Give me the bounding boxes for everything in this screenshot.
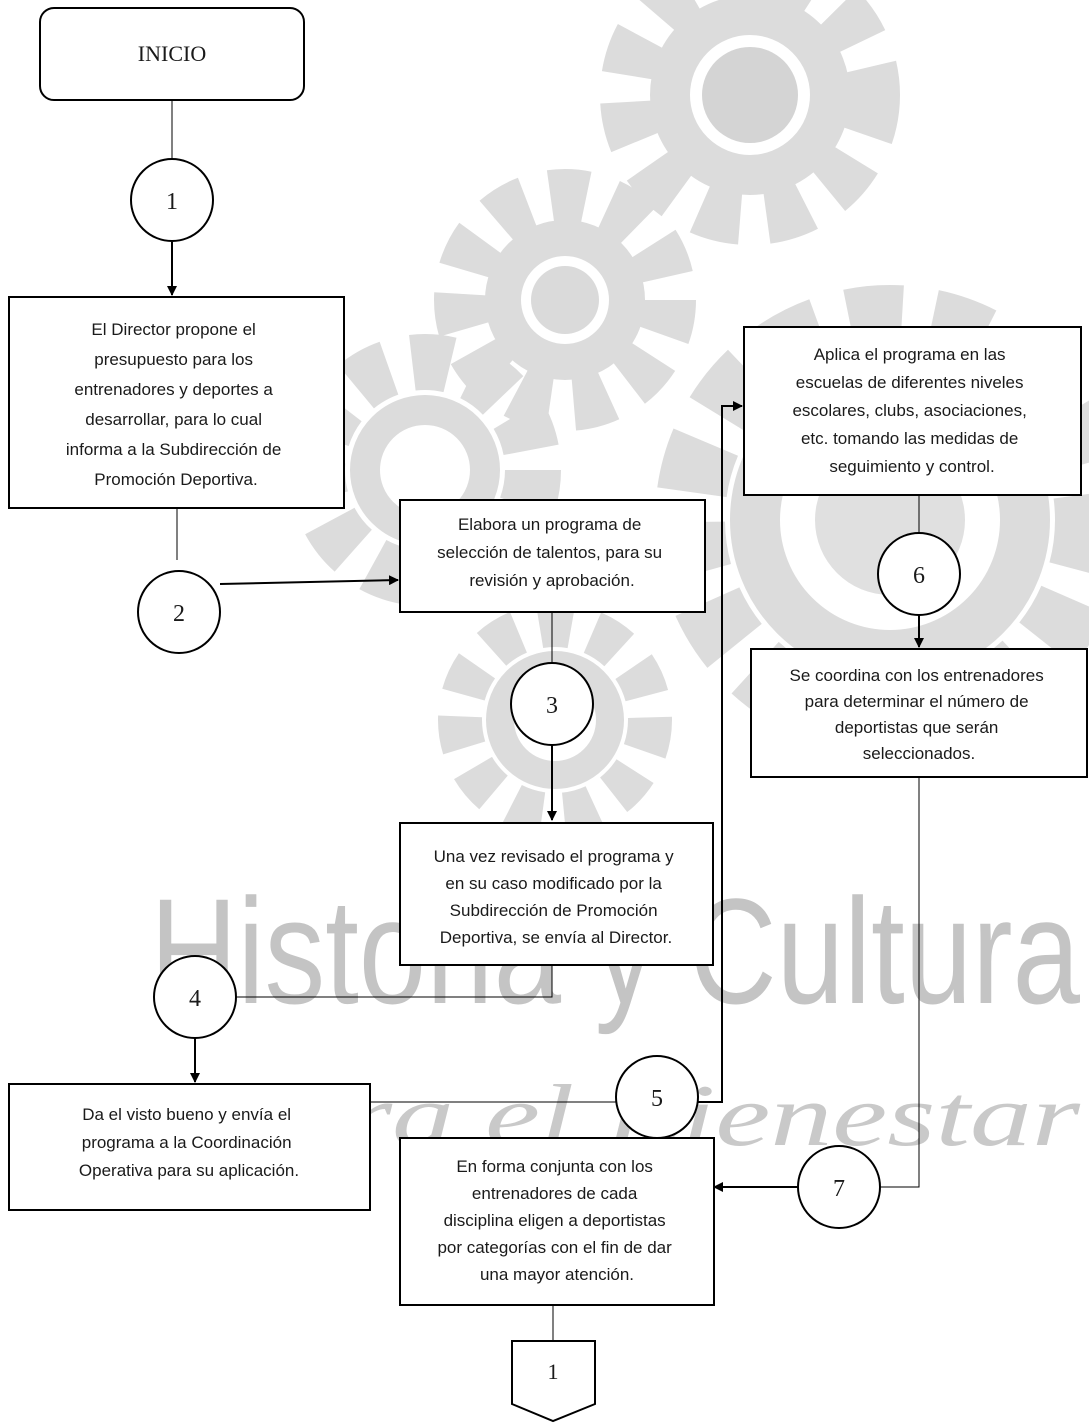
step-box-4: Da el visto bueno y envía el programa a … bbox=[8, 1083, 371, 1211]
svg-text:5: 5 bbox=[651, 1086, 663, 1112]
step-box-5: Aplica el programa en las escuelas de di… bbox=[743, 326, 1082, 496]
step-box-7: En forma conjunta con los entrenadores d… bbox=[399, 1137, 715, 1306]
start-label: INICIO bbox=[138, 41, 206, 66]
step-2-text: Elabora un programa de selección de tale… bbox=[437, 515, 667, 590]
step-6-text: Se coordina con los entrenadores para de… bbox=[790, 666, 1049, 763]
svg-text:7: 7 bbox=[833, 1176, 845, 1202]
arrow-5-to-step5 bbox=[698, 401, 743, 1103]
offpage-connector: 1 bbox=[511, 1340, 596, 1423]
step-5-text: Aplica el programa en las escuelas de di… bbox=[792, 345, 1031, 476]
connector-7: 7 bbox=[797, 1145, 881, 1229]
step-box-6: Se coordina con los entrenadores para de… bbox=[750, 648, 1088, 778]
step-7-text: En forma conjunta con los entrenadores d… bbox=[437, 1157, 676, 1284]
connector-5: 5 bbox=[615, 1055, 699, 1139]
svg-text:4: 4 bbox=[189, 986, 201, 1012]
step-3-text: Una vez revisado el programa y en su cas… bbox=[434, 847, 679, 947]
svg-text:2: 2 bbox=[173, 601, 185, 627]
line-step3-to-4 bbox=[236, 965, 553, 998]
start-terminal: INICIO bbox=[39, 7, 305, 101]
connector-lines bbox=[167, 100, 924, 1341]
gear-icon bbox=[434, 169, 696, 431]
arrow-2-to-step2 bbox=[219, 575, 399, 586]
step-4-text: Da el visto bueno y envía el programa a … bbox=[79, 1105, 299, 1180]
svg-text:1: 1 bbox=[548, 1359, 559, 1384]
step-1-text: El Director propone el presupuesto para … bbox=[66, 320, 286, 489]
connector-6: 6 bbox=[877, 532, 961, 616]
connector-4: 4 bbox=[153, 955, 237, 1039]
step-box-1: El Director propone el presupuesto para … bbox=[8, 296, 345, 509]
svg-text:3: 3 bbox=[546, 693, 558, 719]
connector-3: 3 bbox=[510, 662, 594, 746]
step-box-2: Elabora un programa de selección de tale… bbox=[399, 499, 706, 613]
connector-2: 2 bbox=[137, 570, 221, 654]
connector-1: 1 bbox=[130, 158, 214, 242]
gear-icon bbox=[600, 0, 900, 245]
step-box-3: Una vez revisado el programa y en su cas… bbox=[399, 822, 714, 966]
svg-text:1: 1 bbox=[166, 189, 178, 215]
line-step6-to-7 bbox=[880, 777, 920, 1188]
svg-text:6: 6 bbox=[913, 563, 925, 589]
